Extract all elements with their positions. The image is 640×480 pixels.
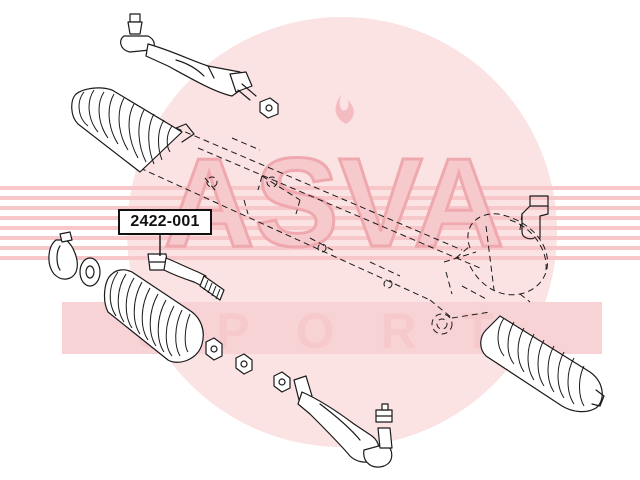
washer — [79, 257, 101, 287]
inner-tie-rod — [147, 253, 225, 301]
small-clamp — [205, 337, 223, 361]
rack-boot-left — [71, 87, 195, 173]
jam-nut — [235, 353, 253, 375]
rack-housing-outline — [139, 127, 491, 335]
nut-top — [259, 97, 279, 119]
tie-rod-end-bottom — [293, 375, 393, 468]
rack-boot-right — [480, 315, 605, 413]
watermark-brand-text: ASVA — [164, 132, 505, 273]
tie-rod-boot — [103, 269, 204, 363]
nut-bottom — [273, 371, 291, 393]
boot-clamp — [48, 231, 78, 280]
pinion-housing — [443, 195, 549, 303]
part-number-label: 2422-001 — [118, 209, 212, 235]
watermark-flame — [335, 94, 354, 124]
watermark-stripes — [0, 186, 640, 260]
tie-rod-end-top — [120, 13, 257, 101]
